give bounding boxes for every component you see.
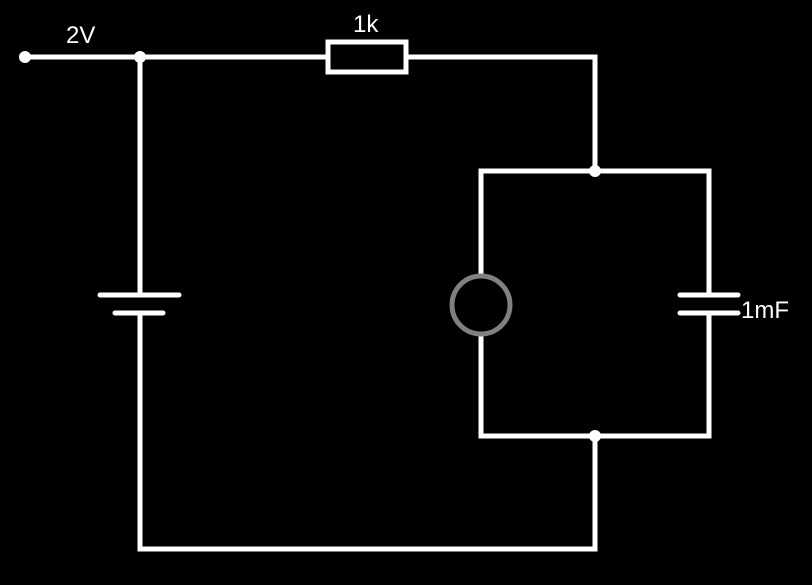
voltage-label: 2V [66,22,96,49]
wires [22,54,712,552]
resistor-label: 1k [353,11,379,38]
battery-icon[interactable] [97,292,182,316]
junction-parallel-top [589,165,601,177]
junction-left-top [134,51,146,63]
capacitor-icon[interactable] [677,292,741,316]
terminal-node-icon[interactable] [19,51,31,63]
capacitor-label: 1mF [741,297,789,324]
lamp-icon[interactable] [449,273,513,337]
resistor-icon[interactable] [325,39,409,75]
junction-parallel-bottom [589,430,601,442]
